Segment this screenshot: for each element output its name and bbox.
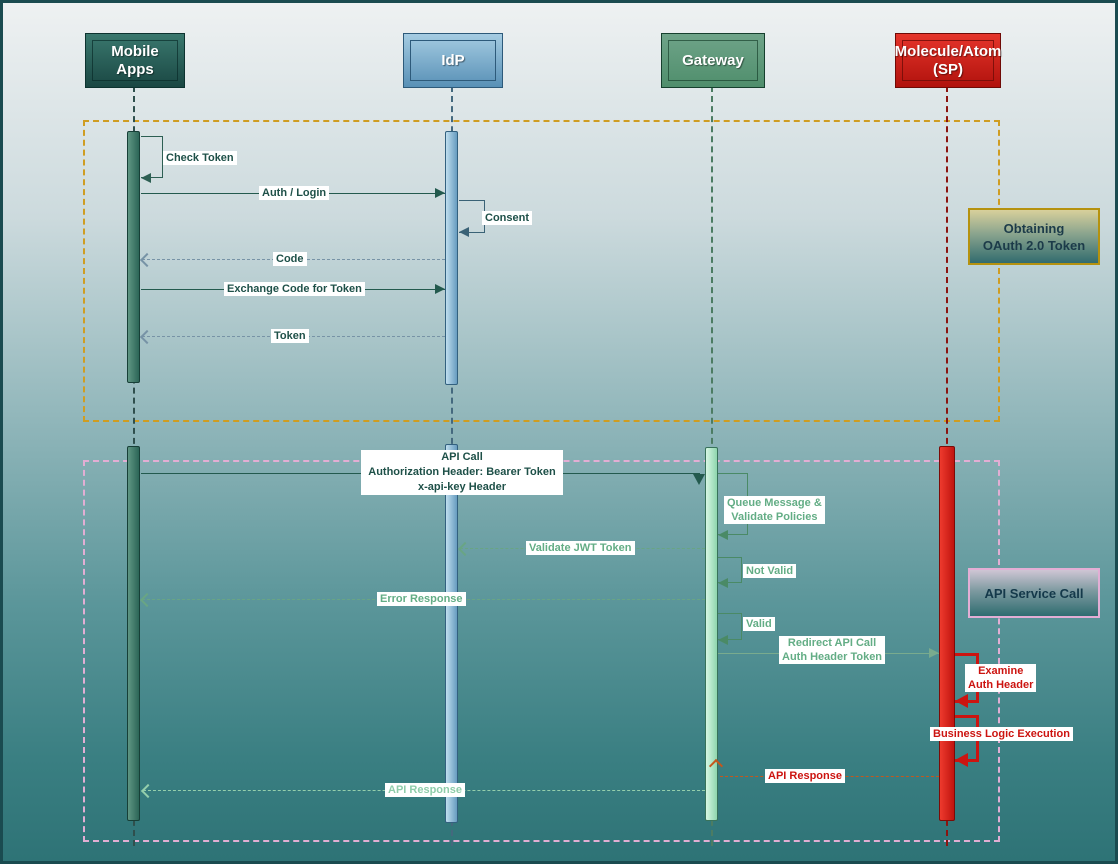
activation-idp-2 xyxy=(445,444,458,823)
actor-gateway: Gateway xyxy=(661,33,765,88)
arrowhead xyxy=(693,474,705,485)
message-token-label: Token xyxy=(271,329,309,343)
arrowhead xyxy=(955,753,968,767)
message-code-label: Code xyxy=(273,252,307,266)
message-valid-label: Valid xyxy=(743,617,775,631)
actor-label: IdP xyxy=(441,51,465,69)
arrowhead xyxy=(955,694,968,708)
arrowhead xyxy=(435,284,445,294)
activation-idp-1 xyxy=(445,131,458,385)
actor-mobile-apps: Mobile Apps xyxy=(85,33,185,88)
actor-label: (SP) xyxy=(933,60,963,78)
message-valid-loop xyxy=(718,613,742,640)
message-api-response-sp-label: API Response xyxy=(765,769,845,783)
message-business-logic-label: Business Logic Execution xyxy=(930,727,1073,741)
note-api-service-call: API Service Call xyxy=(968,568,1100,618)
arrowhead xyxy=(929,648,939,658)
actor-idp: IdP xyxy=(403,33,503,88)
activation-mobile-1 xyxy=(127,131,140,383)
label-line: API Call xyxy=(441,451,483,463)
label-line: Validate Policies xyxy=(731,511,818,523)
message-examine-label: Examine Auth Header xyxy=(965,664,1037,692)
actor-label: Mobile xyxy=(111,42,159,60)
message-api-response-gw-label: API Response xyxy=(385,783,465,797)
message-check-token-label: Check Token xyxy=(163,151,237,165)
actor-label: Gateway xyxy=(682,51,744,69)
note-label: API Service Call xyxy=(984,585,1084,601)
arrowhead xyxy=(718,578,728,588)
message-not-valid-loop xyxy=(718,557,742,583)
fragment-oauth-token xyxy=(83,120,1000,422)
note-obtaining-oauth-token: Obtaining OAuth 2.0 Token xyxy=(968,208,1100,265)
note-label: Obtaining xyxy=(1003,220,1065,236)
message-consent-label: Consent xyxy=(482,211,532,225)
message-api-call-label: API Call Authorization Header: Bearer To… xyxy=(361,450,563,495)
label-line: Redirect API Call xyxy=(787,637,877,649)
message-redirect-label: Redirect API Call Auth Header Token xyxy=(779,636,886,664)
message-exchange-label: Exchange Code for Token xyxy=(224,282,365,296)
message-validate-jwt-label: Validate JWT Token xyxy=(526,541,635,555)
arrowhead xyxy=(718,635,728,645)
message-auth-login-label: Auth / Login xyxy=(259,186,330,200)
label-line: x-api-key Header xyxy=(417,481,507,493)
label-line: Examine xyxy=(978,665,1024,677)
message-not-valid-label: Not Valid xyxy=(743,564,797,578)
message-check-token-loop xyxy=(141,136,163,178)
activation-gateway xyxy=(705,447,718,821)
message-queue-label: Queue Message & Validate Policies xyxy=(724,496,825,524)
label-line: Auth Header xyxy=(968,679,1034,691)
arrowhead xyxy=(718,530,728,540)
note-label: OAuth 2.0 Token xyxy=(982,237,1086,253)
actor-label: Apps xyxy=(116,60,154,78)
label-line: Queue Message & xyxy=(727,497,822,509)
label-line: Authorization Header: Bearer Token xyxy=(368,466,556,478)
activation-molecule xyxy=(939,446,955,821)
activation-mobile-2 xyxy=(127,446,140,821)
arrowhead xyxy=(459,227,469,237)
actor-label: Molecule/Atom xyxy=(894,42,1002,60)
message-error-response-label: Error Response xyxy=(377,592,466,606)
label-line: Auth Header Token xyxy=(782,651,883,663)
arrowhead xyxy=(435,188,445,198)
arrowhead xyxy=(141,173,151,183)
actor-molecule-sp: Molecule/Atom (SP) xyxy=(895,33,1001,88)
